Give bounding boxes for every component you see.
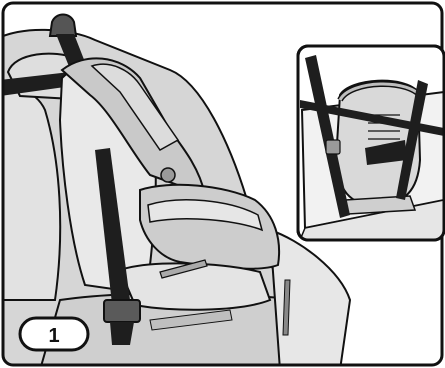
- step-number-badge: 1: [20, 318, 88, 350]
- step-number: 1: [48, 325, 59, 347]
- belt-buckle: [104, 300, 140, 322]
- belt-anchor: [50, 15, 76, 37]
- car-seat-base: [120, 263, 270, 309]
- inset-illustration: [298, 46, 444, 240]
